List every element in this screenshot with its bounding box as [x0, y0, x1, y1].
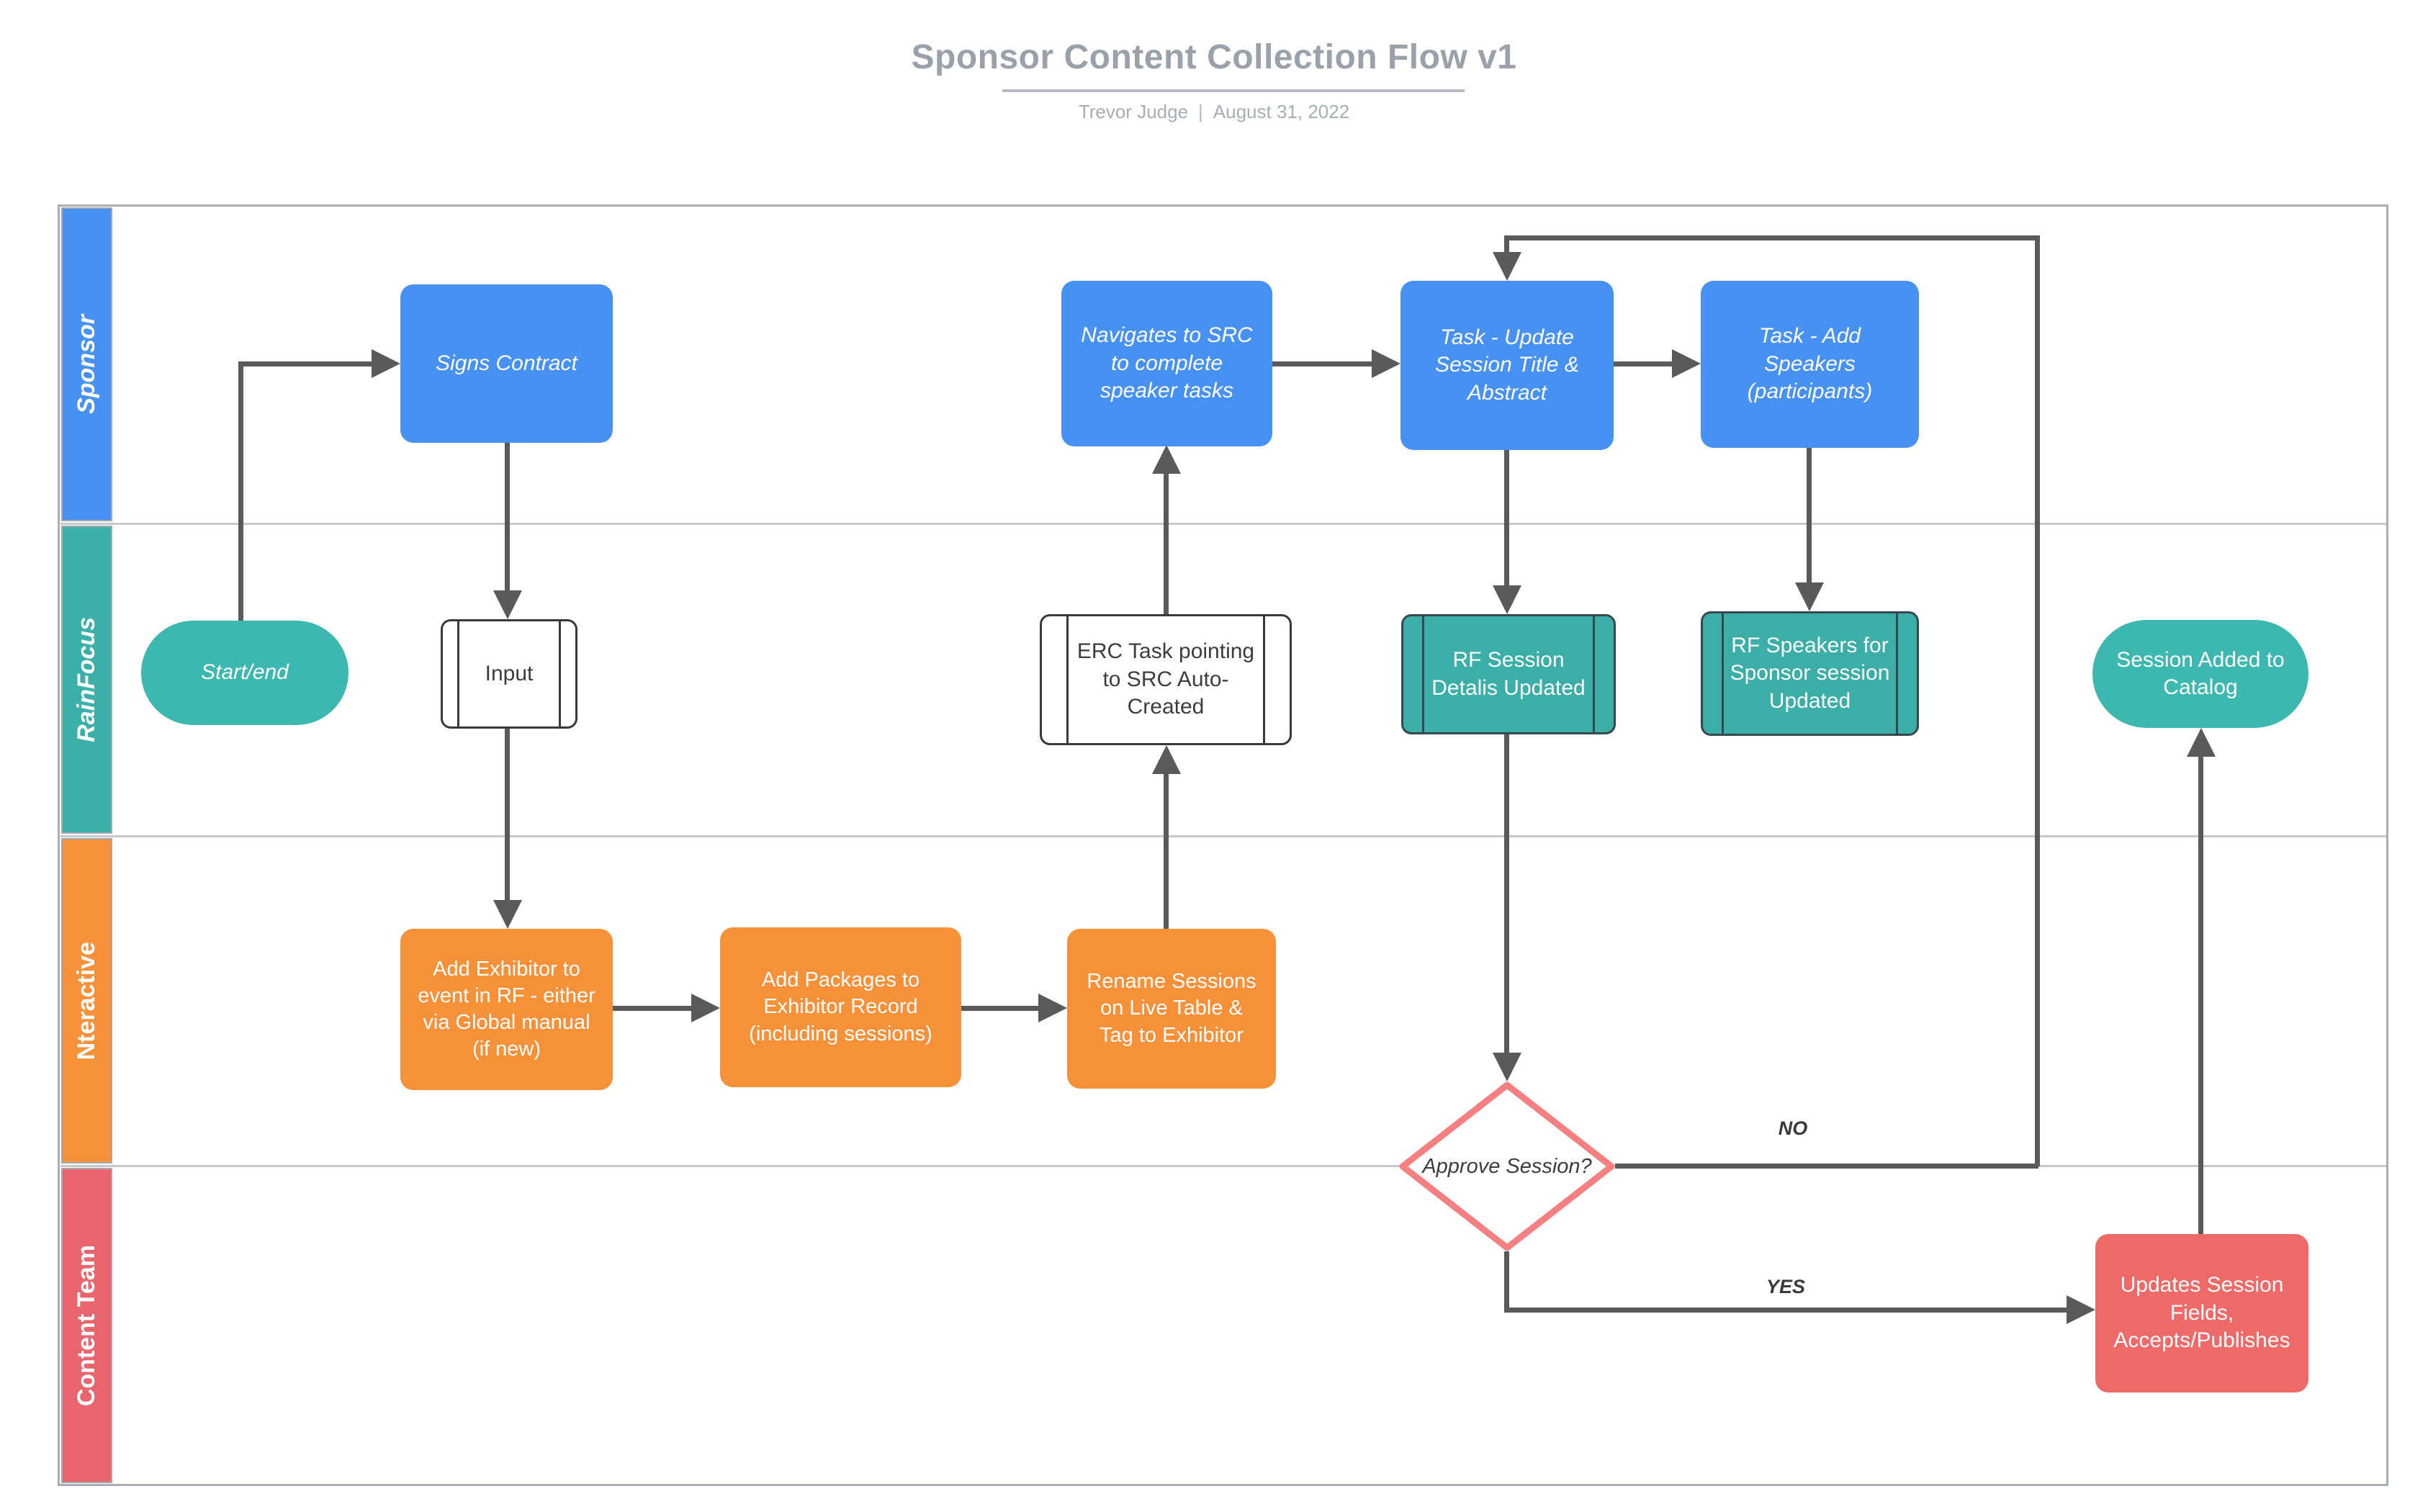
arrowhead-into-approve: [1493, 1053, 1521, 1081]
arrowhead-into-task-update: [1372, 349, 1400, 378]
lane-label-nteractive: Nteractive: [73, 941, 100, 1061]
node-updates-session-fields[interactable]: Updates Session Fields, Accepts/Publishe…: [2095, 1234, 2308, 1392]
edge-rename-to-erc: [1164, 773, 1169, 929]
node-session-added-to-catalog[interactable]: Session Added to Catalog: [2092, 620, 2308, 728]
node-rename-sessions[interactable]: Rename Sessions on Live Table & Tag to E…: [1067, 929, 1276, 1089]
subtitle: Trevor Judge | August 31, 2022: [0, 101, 2428, 123]
node-rf-session-details-updated[interactable]: RF Session Detalis Updated: [1401, 614, 1616, 734]
edge-yes-vertical: [1504, 1251, 1509, 1313]
arrowhead-into-erc-task: [1152, 745, 1181, 774]
node-approve-session-decision[interactable]: Approve Session?: [1399, 1081, 1615, 1251]
decision-diamond-shape: [1399, 1081, 1615, 1251]
edge-no-top-horizontal: [1507, 235, 2038, 240]
edge-erc-to-navigates: [1164, 472, 1169, 614]
date: August 31, 2022: [1213, 101, 1350, 122]
edge-rf-session-to-approve: [1504, 734, 1509, 1054]
lane-divider-3: [60, 1165, 2386, 1167]
edge-updates-to-session-added: [2198, 755, 2203, 1236]
lane-header-content-team: Content Team: [61, 1168, 112, 1483]
arrowhead-into-updates: [2067, 1295, 2095, 1324]
lane-label-sponsor: Sponsor: [73, 315, 100, 414]
arrowhead-into-add-exhibitor: [493, 900, 522, 929]
arrowhead-into-rf-session: [1493, 585, 1521, 614]
edge-no-drop: [1504, 235, 1509, 253]
lane-divider-1: [60, 523, 2386, 525]
arrowhead-no-into-task-update: [1493, 252, 1521, 281]
node-add-exhibitor[interactable]: Add Exhibitor to event in RF - either vi…: [400, 929, 613, 1090]
edge-no-vertical: [2035, 235, 2040, 1166]
edge-start-to-signs-horizontal: [240, 361, 373, 366]
edge-label-yes: YES: [1766, 1276, 1806, 1297]
arrowhead-into-add-packages: [691, 994, 720, 1022]
arrowhead-into-signs-contract: [372, 349, 400, 378]
lane-header-sponsor: Sponsor: [61, 207, 112, 521]
lane-header-nteractive: Nteractive: [61, 838, 112, 1164]
arrowhead-into-session-added: [2187, 728, 2216, 757]
edge-exhibitor-to-packages: [613, 1006, 694, 1011]
node-add-packages[interactable]: Add Packages to Exhibitor Record (includ…: [720, 927, 961, 1087]
edge-signs-to-input: [505, 443, 510, 593]
edge-no-horizontal: [1615, 1164, 2038, 1169]
node-input[interactable]: Input: [441, 619, 577, 729]
node-navigates-to-src[interactable]: Navigates to SRC to complete speaker tas…: [1061, 281, 1272, 446]
edge-task-update-to-rf-session: [1504, 450, 1509, 587]
edge-navigates-to-task-update: [1272, 361, 1375, 366]
edge-start-to-signs-vertical: [238, 361, 243, 621]
lane-label-rainfocus: RainFocus: [73, 617, 100, 742]
node-rf-speakers-updated[interactable]: RF Speakers for Sponsor session Updated: [1701, 611, 1919, 736]
node-task-update-session[interactable]: Task - Update Session Title & Abstract: [1400, 281, 1614, 450]
edge-yes-horizontal: [1504, 1308, 2068, 1313]
edge-task-add-to-rf-speakers: [1807, 448, 1812, 584]
node-start-end[interactable]: Start/end: [141, 621, 349, 725]
subtitle-separator: |: [1198, 101, 1203, 122]
edge-label-no: NO: [1778, 1117, 1808, 1139]
arrowhead-into-rename-sessions: [1038, 994, 1067, 1022]
node-signs-contract[interactable]: Signs Contract: [400, 284, 613, 443]
title-divider: [1002, 89, 1465, 92]
arrowhead-into-input: [493, 590, 522, 619]
arrowhead-into-navigates: [1152, 445, 1181, 474]
edge-packages-to-rename: [961, 1006, 1041, 1011]
node-erc-task[interactable]: ERC Task pointing to SRC Auto-Created: [1040, 614, 1292, 745]
author: Trevor Judge: [1078, 101, 1189, 122]
lane-label-content-team: Content Team: [73, 1244, 100, 1407]
node-task-add-speakers[interactable]: Task - Add Speakers (participants): [1701, 281, 1919, 448]
arrowhead-into-task-add: [1672, 349, 1701, 378]
approve-session-label: Approve Session?: [1422, 1154, 1592, 1178]
lane-header-rainfocus: RainFocus: [61, 526, 112, 834]
edge-task-update-to-task-add: [1614, 361, 1675, 366]
lane-divider-2: [60, 835, 2386, 837]
page-title: Sponsor Content Collection Flow v1: [911, 38, 1517, 76]
arrowhead-into-rf-speakers: [1795, 582, 1824, 611]
edge-input-to-add-exhibitor: [505, 729, 510, 901]
